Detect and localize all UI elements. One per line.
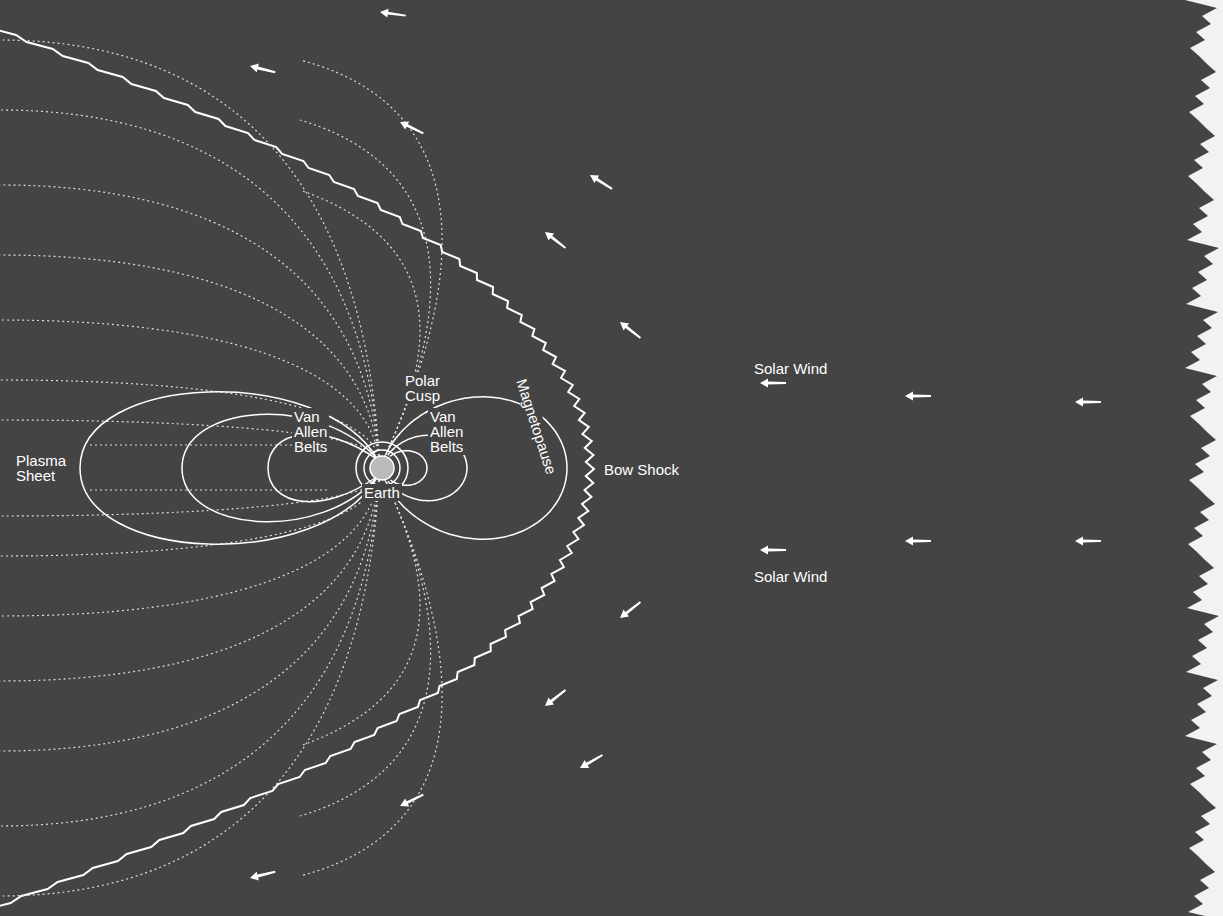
region-label: Van Allen Belts	[428, 408, 465, 455]
region-label: Plasma Sheet	[14, 452, 68, 484]
region-label: Magnetopause	[513, 375, 561, 478]
solar-wind-arrow	[617, 318, 643, 341]
nightside-closed-loops	[80, 392, 378, 544]
region-label: Solar Wind	[752, 360, 829, 377]
region-label: Polar Cusp	[403, 372, 442, 404]
region-label: Earth	[362, 484, 402, 501]
region-label: Bow Shock	[602, 461, 681, 478]
solar-wind-arrow	[542, 686, 568, 709]
solar-wind-arrow	[398, 791, 425, 810]
solar-wind-arrows	[249, 8, 1101, 883]
solar-wind-arrow	[398, 118, 425, 137]
earth-globe	[370, 456, 394, 480]
region-label: Solar Wind	[752, 568, 829, 585]
solar-wind-arrow	[760, 546, 786, 555]
solar-wind-arrow	[542, 228, 568, 251]
solar-wind-arrow	[379, 8, 406, 21]
solar-wind-arrow	[249, 62, 276, 77]
tail-field-lines	[0, 40, 379, 896]
solar-wind-arrow	[1075, 537, 1101, 546]
solar-wind-arrow	[578, 751, 605, 772]
solar-wind-arrow	[905, 392, 931, 401]
region-label: Van Allen Belts	[292, 408, 329, 455]
solar-wind-arrow	[617, 598, 643, 621]
solar-wind-arrow	[249, 867, 276, 882]
solar-wind-arrow	[588, 171, 615, 192]
solar-wind-arrow	[905, 537, 931, 546]
polar-cusp-lines	[300, 60, 442, 876]
solar-wind-arrow	[760, 379, 786, 388]
sun-edge	[1185, 0, 1223, 916]
solar-wind-arrow	[1075, 398, 1101, 407]
bow-shock-line	[0, 0, 594, 910]
